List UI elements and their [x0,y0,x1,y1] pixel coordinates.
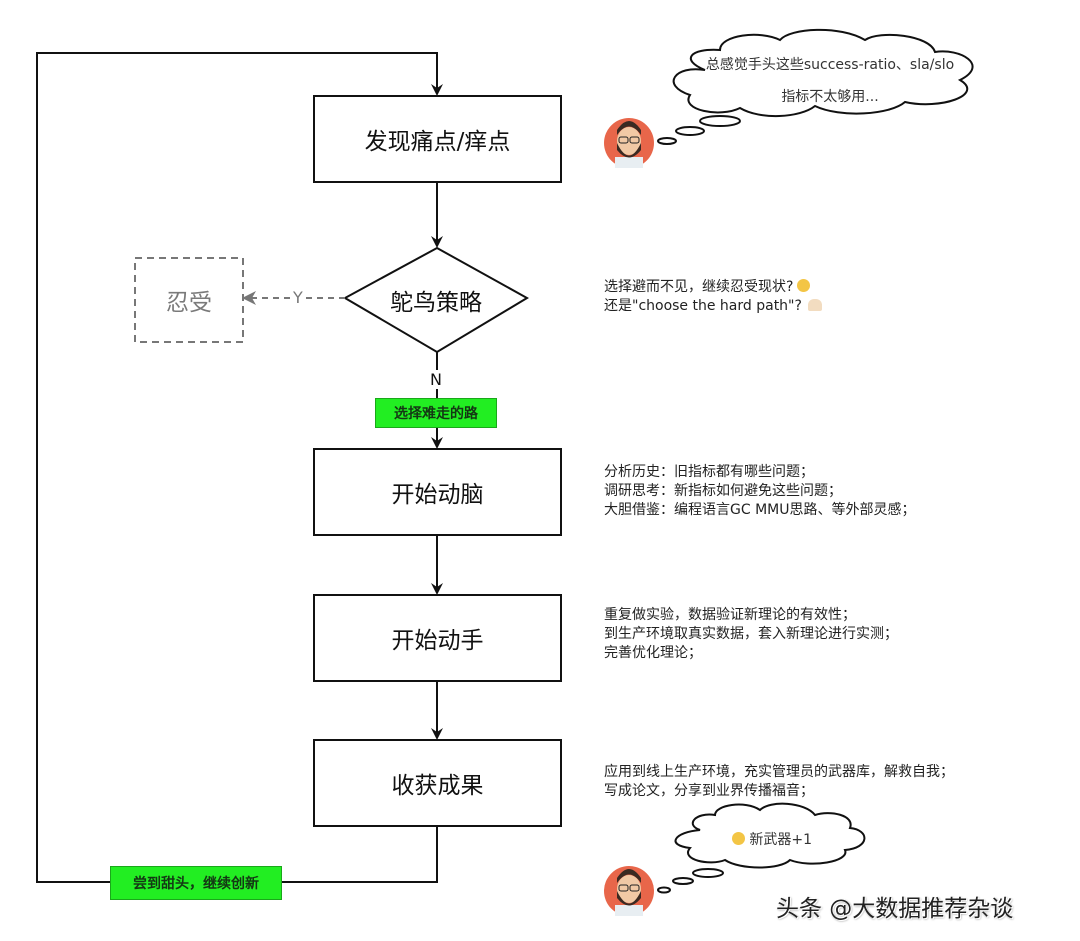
note-think-line-1: 分析历史：旧指标都有哪些问题； [604,464,814,480]
node-discover-label: 发现痛点/痒点 [364,129,511,155]
avatar-top [604,118,654,168]
node-harvest-box [313,739,562,827]
cloud-bottom-text: 新武器+1 [700,829,840,849]
note-harvest-line-1: 应用到线上生产环境，充实管理员的武器库，解救自我； [604,764,954,780]
hard-path-label: 选择难走的路 [375,398,497,428]
note-think-line-2: 调研思考：新指标如何避免这些问题； [604,483,842,499]
flexed-biceps-emoji-icon [807,299,822,311]
loop-edge [36,52,443,883]
loop-label: 尝到甜头，继续创新 [110,866,282,900]
watermark: 头条 @大数据推荐杂谈 [776,896,1014,922]
node-act-label: 开始动手 [391,628,484,654]
note-think-line-3: 大胆借鉴：编程语言GC MMU思路、等外部灵感； [604,502,916,518]
grin-emoji-icon [731,832,745,845]
note-ostrich-line-2: 还是"choose the hard path"? [604,298,802,314]
edge-yes-label: Y [291,288,305,307]
note-harvest: 应用到线上生产环境，充实管理员的武器库，解救自我； 写成论文，分享到业界传播福音… [604,763,954,801]
note-ostrich: 选择避而不见，继续忍受现状? 还是"choose the hard path"? [604,278,822,316]
thought-cloud-top [657,28,974,145]
node-think-box [313,448,562,536]
note-act-line-1: 重复做实验，数据验证新理论的有效性； [604,607,856,623]
note-act-line-3: 完善优化理论； [604,645,702,661]
node-endure-box [134,257,244,343]
node-harvest-label: 收获成果 [391,773,484,799]
note-think: 分析历史：旧指标都有哪些问题； 调研思考：新指标如何避免这些问题； 大胆借鉴：编… [604,463,915,520]
smirk-emoji-icon [797,279,811,292]
cloud-top-line-2: 指标不太够用... [781,89,879,105]
note-harvest-line-2: 写成论文，分享到业界传播福音； [604,783,814,799]
thought-cloud-bottom [657,802,866,894]
note-ostrich-line-1: 选择避而不见，继续忍受现状? [604,279,794,295]
note-act-line-2: 到生产环境取真实数据，套入新理论进行实测； [604,626,898,642]
cloud-bottom-label: 新武器+1 [749,832,813,848]
node-endure-label: 忍受 [166,290,212,316]
cloud-top-line-1: 总感觉手头这些success-ratio、sla/slo [705,57,955,73]
note-act: 重复做实验，数据验证新理论的有效性； 到生产环境取真实数据，套入新理论进行实测；… [604,606,898,663]
edge-no-label: N [430,370,442,389]
node-think-label: 开始动脑 [391,482,484,508]
avatar-bottom [604,866,654,916]
node-ostrich-label: 鸵鸟策略 [390,290,482,316]
